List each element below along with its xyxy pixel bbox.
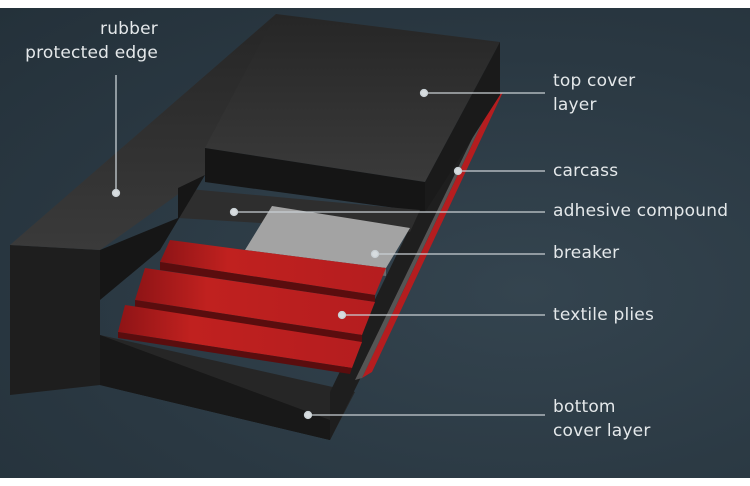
label-line: protected edge <box>25 43 158 63</box>
label-bottom-cover-layer: bottom cover layer <box>553 395 651 443</box>
rubber-edge-front2 <box>100 250 330 440</box>
top-cover-side <box>425 42 500 212</box>
adhesive-left-wall <box>100 175 205 300</box>
carcass-edge <box>362 92 503 378</box>
label-top-cover-layer: top cover layer <box>553 69 635 117</box>
label-line: bottom <box>553 397 616 417</box>
rubber-edge-front <box>10 245 100 395</box>
label-breaker: breaker <box>553 243 620 263</box>
textile-ply-3 <box>118 305 362 368</box>
rubber-protected-edge <box>10 14 300 250</box>
top-cover-front <box>205 148 425 212</box>
label-line: cover layer <box>553 421 651 441</box>
label-line: layer <box>553 95 597 115</box>
textile-ply-3-edge <box>118 332 352 374</box>
textile-ply-2 <box>135 268 375 335</box>
label-textile-plies: textile plies <box>553 305 655 325</box>
breaker <box>245 206 410 268</box>
textile-ply-1-edge <box>160 262 375 302</box>
label-line: rubber <box>100 19 158 39</box>
label-line: top cover <box>553 71 636 91</box>
top-cover-layer <box>205 14 500 182</box>
label-adhesive-compound: adhesive compound <box>553 201 729 221</box>
textile-ply-1 <box>160 240 386 295</box>
textile-ply-2-edge <box>135 300 362 342</box>
leader-lines <box>111 75 545 420</box>
label-rubber-protected-edge: rubber protected edge <box>0 17 158 65</box>
label-carcass: carcass <box>553 161 619 181</box>
